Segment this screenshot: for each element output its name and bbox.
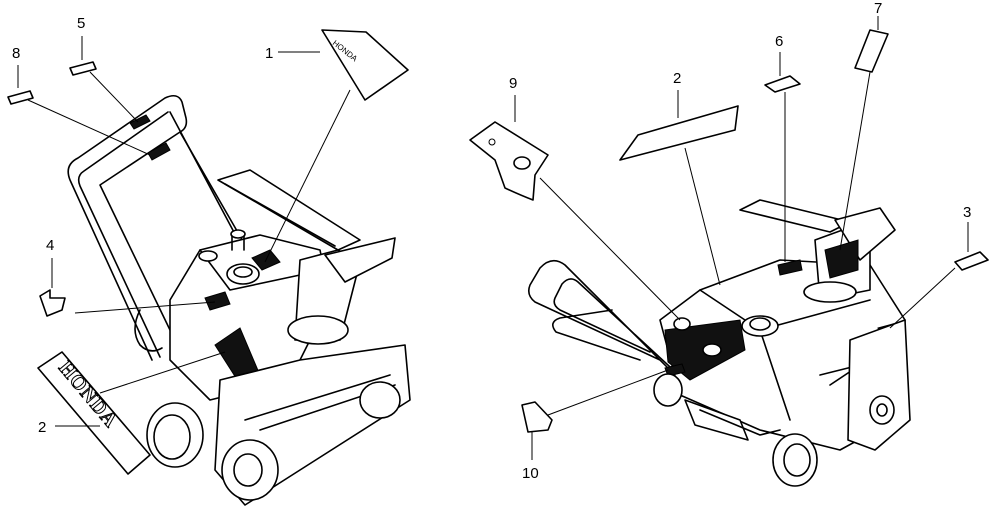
callout-10: 10 (522, 465, 539, 482)
callout-7: 7 (874, 0, 882, 17)
callout-4: 4 (46, 237, 54, 254)
decal-3 (954, 251, 989, 271)
decal-10 (521, 401, 553, 433)
decal-5 (69, 61, 97, 76)
callout-6: 6 (775, 33, 783, 50)
callout-5: 5 (77, 15, 85, 32)
callout-1: 1 (265, 45, 273, 62)
left-leader-lines (17, 36, 351, 427)
callout-2-left: 2 (38, 419, 46, 436)
label-patch-7 (824, 239, 859, 279)
decal-4 (39, 289, 66, 317)
decal-8 (7, 90, 34, 105)
callout-8: 8 (12, 45, 20, 62)
label-patch-8 (147, 142, 171, 161)
decal-1: HONDA (321, 29, 409, 101)
decal-2-logo: HONDA (37, 351, 151, 475)
decal-6 (764, 75, 801, 93)
callout-9: 9 (509, 75, 517, 92)
right-leader-lines (514, 16, 969, 460)
callout-2-right: 2 (673, 70, 681, 87)
decal-7 (854, 29, 889, 73)
left-snowblower (67, 94, 411, 506)
decal-9 (469, 121, 549, 201)
callout-3: 3 (963, 204, 971, 221)
right-snowblower (528, 199, 911, 487)
label-patch-6 (777, 259, 803, 276)
label-patch-4 (204, 291, 231, 311)
label-patch-5 (129, 114, 151, 130)
decal-2-right (619, 105, 739, 161)
